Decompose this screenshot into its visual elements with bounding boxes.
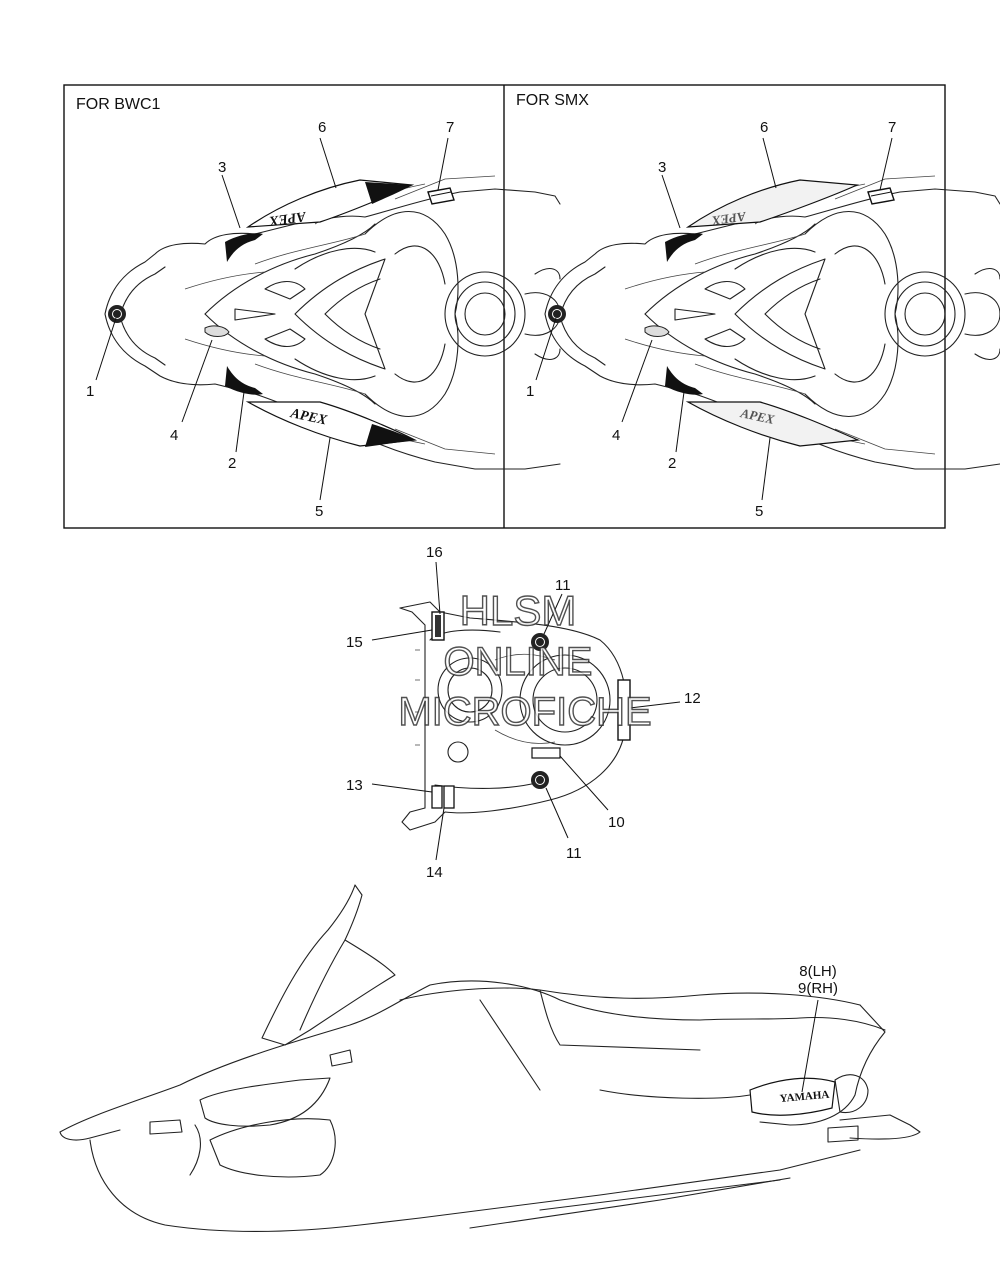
callout-13: 13 bbox=[346, 777, 363, 794]
watermark: HLSM ONLINE MICROFICHE bbox=[398, 586, 653, 734]
callout-6: 6 bbox=[318, 119, 326, 136]
callout-12: 12 bbox=[684, 690, 701, 707]
decal-7-smx bbox=[867, 187, 895, 205]
callout-3-smx: 3 bbox=[658, 159, 666, 176]
decal-6-smx bbox=[685, 179, 860, 228]
callout-2-smx: 2 bbox=[668, 455, 676, 472]
decal-11-lower bbox=[531, 771, 549, 789]
decal-5-smx bbox=[685, 401, 861, 447]
callout-1: 1 bbox=[86, 383, 94, 400]
rear-top-view bbox=[399, 601, 631, 831]
callout-4: 4 bbox=[170, 427, 178, 444]
callout-6-smx: 6 bbox=[760, 119, 768, 136]
left-panel-title: FOR BWC1 bbox=[76, 96, 161, 113]
left-callouts: 1 4 2 3 6 7 5 bbox=[86, 119, 454, 520]
callout-7: 7 bbox=[446, 119, 454, 136]
decal-7 bbox=[427, 187, 455, 205]
callout-5: 5 bbox=[315, 503, 323, 520]
callout-2: 2 bbox=[228, 455, 236, 472]
right-panel-title: FOR SMX bbox=[516, 92, 589, 109]
callout-4-smx: 4 bbox=[612, 427, 620, 444]
callout-10: 10 bbox=[608, 814, 625, 831]
callout-7-smx: 7 bbox=[888, 119, 896, 136]
watermark-line3: MICROFICHE bbox=[398, 690, 651, 734]
watermark-line2: ONLINE bbox=[444, 640, 593, 684]
decal-8-9-text: YAMAHA bbox=[779, 1089, 830, 1105]
callout-3: 3 bbox=[218, 159, 226, 176]
decal-6-text: APEX bbox=[268, 208, 308, 228]
decal-11-upper bbox=[531, 633, 549, 651]
callout-16: 16 bbox=[426, 544, 443, 561]
decal-5-smx-text: APEX bbox=[738, 405, 776, 427]
decal-12 bbox=[617, 679, 631, 741]
callout-5-smx: 5 bbox=[755, 503, 763, 520]
callout-11-upper: 11 bbox=[555, 577, 571, 594]
callout-1-smx: 1 bbox=[526, 383, 534, 400]
callout-15: 15 bbox=[346, 634, 363, 651]
decal-14 bbox=[443, 785, 455, 809]
middle-callouts: 16 15 11 12 13 14 10 11 bbox=[346, 544, 701, 881]
callout-9: 9(RH) bbox=[798, 980, 838, 997]
decal-13 bbox=[431, 785, 443, 809]
watermark-line1: HLSM bbox=[460, 587, 577, 634]
decal-8-9 bbox=[749, 1077, 836, 1116]
callout-11-lower: 11 bbox=[566, 845, 582, 862]
callout-8: 8(LH) bbox=[799, 963, 837, 980]
right-callouts: 1 4 2 3 6 7 5 bbox=[526, 119, 896, 520]
hood-top-view-bwc1: APEX APEX bbox=[104, 175, 561, 470]
callout-14: 14 bbox=[426, 864, 443, 881]
bottom-callouts: 8(LH) 9(RH) bbox=[798, 963, 838, 1093]
side-view: YAMAHA bbox=[59, 884, 921, 1232]
decal-10 bbox=[531, 747, 561, 759]
decal-6-smx-text: APEX bbox=[711, 209, 748, 229]
hood-top-view-smx: APEX APEX bbox=[544, 175, 1000, 470]
